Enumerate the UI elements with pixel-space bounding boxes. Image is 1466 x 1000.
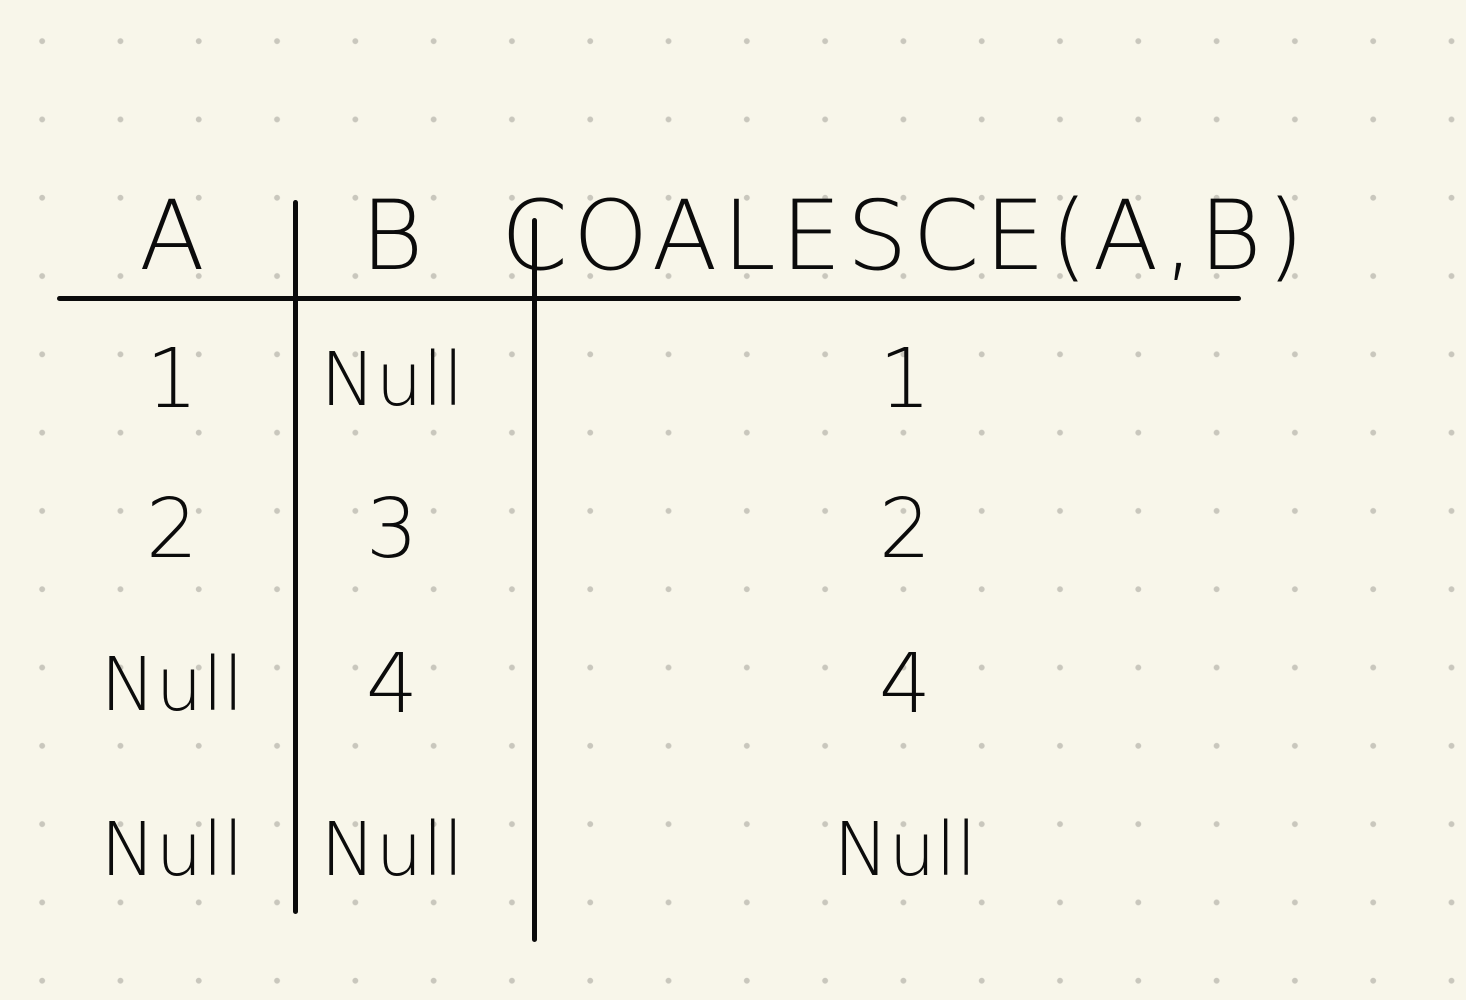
header-coalesce: COALESCE(A,B) xyxy=(500,180,1310,292)
cell-a: 1 xyxy=(145,332,199,427)
cell-b: 3 xyxy=(365,482,419,577)
column-divider-a-b xyxy=(293,200,298,914)
cell-b: Null xyxy=(320,807,464,893)
cell-coalesce: 2 xyxy=(878,482,932,577)
header-divider-line xyxy=(57,296,1241,301)
cell-a: Null xyxy=(100,807,244,893)
column-divider-b-coalesce xyxy=(532,218,537,942)
cell-coalesce: 1 xyxy=(878,332,932,427)
header-a: A xyxy=(139,180,205,292)
cell-b: 4 xyxy=(365,637,419,732)
cell-a: 2 xyxy=(145,482,199,577)
cell-a: Null xyxy=(100,642,244,728)
cell-coalesce: 4 xyxy=(878,637,932,732)
cell-b: Null xyxy=(320,337,464,423)
cell-coalesce: Null xyxy=(833,807,977,893)
header-b: B xyxy=(360,180,424,292)
